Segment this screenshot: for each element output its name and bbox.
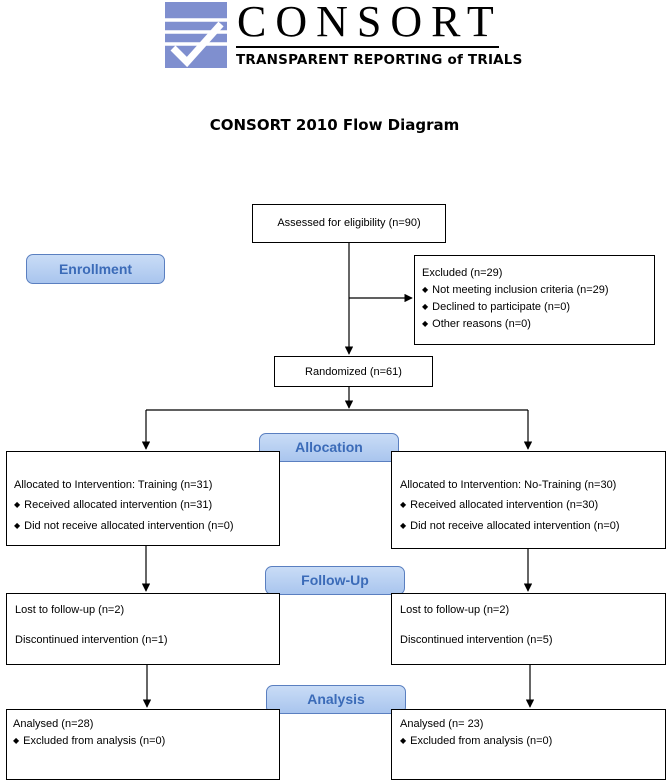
bullet-icon: ◆: [422, 319, 429, 328]
bullet-icon: ◆: [14, 500, 21, 509]
consort-logo: CONSORT TRANSPARENT REPORTING of TRIALS: [165, 0, 522, 70]
bullet-icon: ◆: [400, 521, 407, 530]
right-discontinued-text: Discontinued intervention (n=5): [400, 634, 553, 646]
logo-divider: [236, 46, 499, 48]
logo-tagline: TRANSPARENT REPORTING of TRIALS: [236, 52, 523, 68]
left-excluded-analysis-item: ◆Excluded from analysis (n=0): [13, 735, 166, 747]
left-allocated-text: Allocated to Intervention: Training (n=3…: [14, 479, 213, 491]
left-analysed-text: Analysed (n=28): [13, 718, 94, 730]
bullet-icon: ◆: [422, 302, 429, 311]
left-allocation-box: Allocated to Intervention: Training (n=3…: [6, 451, 280, 546]
diagram-title: CONSORT 2010 Flow Diagram: [209, 116, 460, 134]
left-discontinued-text: Discontinued intervention (n=1): [15, 634, 168, 646]
logo-wordmark: CONSORT: [237, 0, 503, 46]
excluded-item: ◆Other reasons (n=0): [422, 318, 531, 330]
stage-label-follow-up: Follow-Up: [265, 566, 405, 595]
right-followup-box: Lost to follow-up (n=2) Discontinued int…: [391, 593, 666, 665]
right-excluded-analysis-item: ◆Excluded from analysis (n=0): [400, 735, 553, 747]
excluded-item: ◆Declined to participate (n=0): [422, 301, 571, 313]
bullet-icon: ◆: [400, 500, 407, 509]
right-allocated-text: Allocated to Intervention: No-Training (…: [400, 479, 617, 491]
randomized-text: Randomized (n=61): [305, 366, 402, 378]
bullet-icon: ◆: [13, 736, 20, 745]
right-analysis-box: Analysed (n= 23) ◆Excluded from analysis…: [391, 709, 666, 780]
assessed-box: Assessed for eligibility (n=90): [252, 204, 446, 243]
consort-checkmark-logo-icon: [165, 2, 227, 68]
excluded-item: ◆Not meeting inclusion criteria (n=29): [422, 284, 609, 296]
bullet-icon: ◆: [422, 285, 429, 294]
excluded-box: Excluded (n=29) ◆Not meeting inclusion c…: [414, 255, 655, 345]
left-received-item: ◆Received allocated intervention (n=31): [14, 499, 213, 511]
left-analysis-box: Analysed (n=28) ◆Excluded from analysis …: [6, 709, 280, 780]
bullet-icon: ◆: [400, 736, 407, 745]
stage-label-analysis: Analysis: [266, 685, 406, 714]
assessed-text: Assessed for eligibility (n=90): [277, 217, 421, 229]
right-lost-text: Lost to follow-up (n=2): [400, 604, 510, 616]
excluded-heading: Excluded (n=29): [422, 267, 503, 279]
left-followup-box: Lost to follow-up (n=2) Discontinued int…: [6, 593, 280, 665]
stage-label-enrollment: Enrollment: [26, 254, 165, 284]
right-received-item: ◆Received allocated intervention (n=30): [400, 499, 599, 511]
left-lost-text: Lost to follow-up (n=2): [15, 604, 125, 616]
bullet-icon: ◆: [14, 521, 21, 530]
right-analysed-text: Analysed (n= 23): [400, 718, 484, 730]
randomized-box: Randomized (n=61): [274, 356, 433, 387]
left-not-received-item: ◆Did not receive allocated intervention …: [14, 520, 234, 532]
right-allocation-box: Allocated to Intervention: No-Training (…: [391, 451, 666, 549]
stage-label-allocation: Allocation: [259, 433, 399, 462]
right-not-received-item: ◆Did not receive allocated intervention …: [400, 520, 620, 532]
